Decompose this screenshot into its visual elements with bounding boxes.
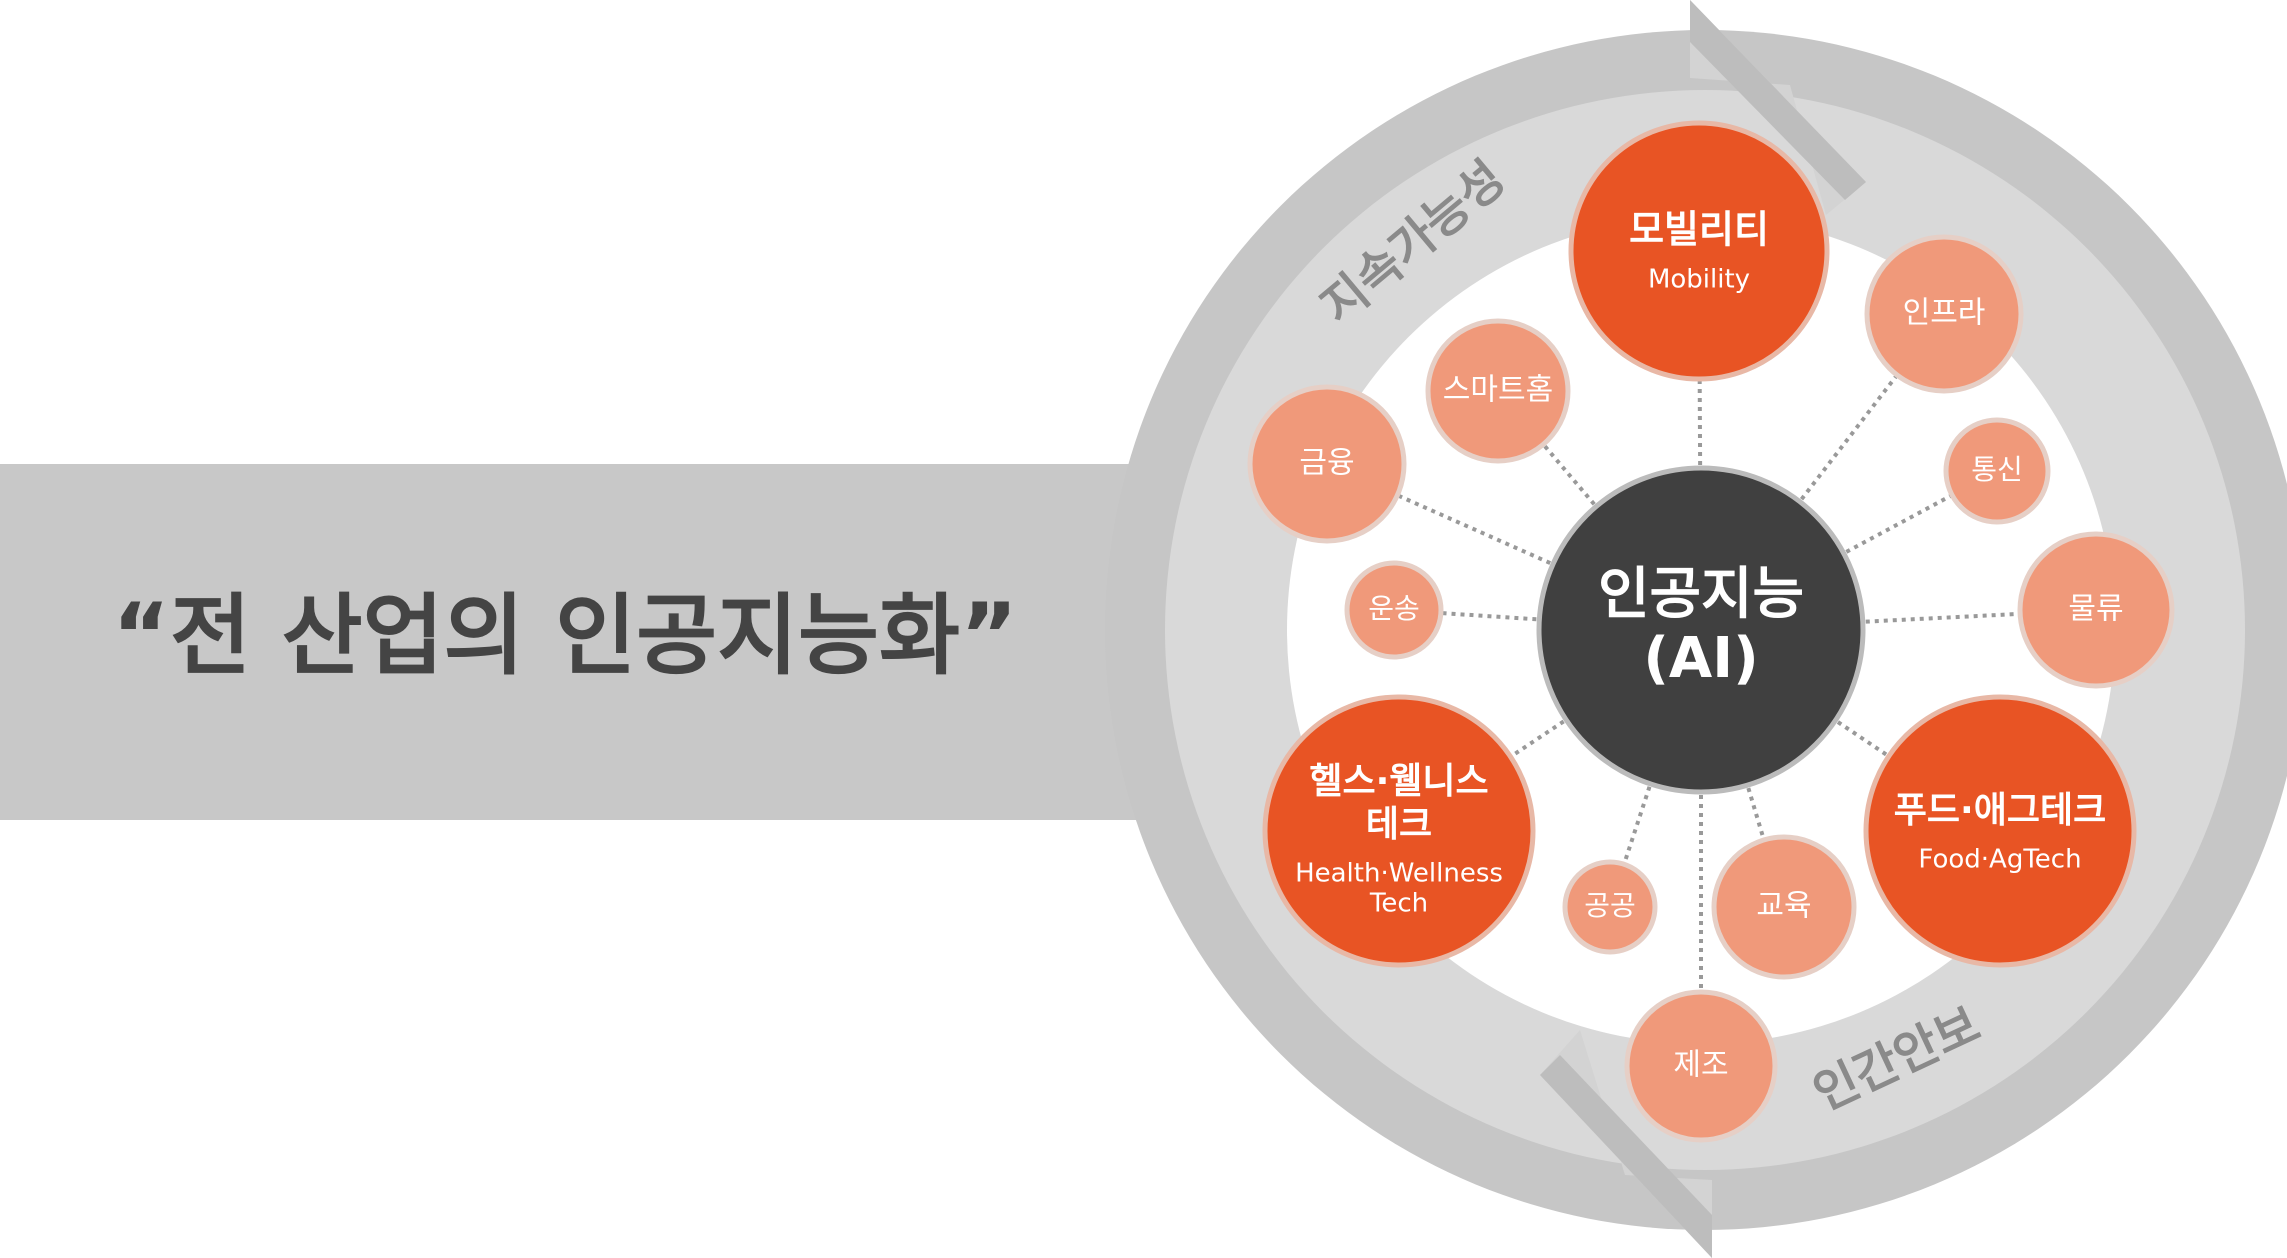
connector-education bbox=[1746, 787, 1766, 841]
node-manufacturing: 제조 bbox=[1624, 989, 1778, 1143]
arrow-top-edge bbox=[1690, 0, 1866, 200]
connector-food bbox=[1836, 720, 1890, 758]
node-smarthome: 스마트홈 bbox=[1425, 318, 1571, 464]
node-education: 교육 bbox=[1711, 834, 1857, 980]
node-label: 운송 bbox=[1368, 592, 1420, 625]
node-sublabel: Health·Wellness bbox=[1295, 859, 1503, 889]
node-label: 물류 bbox=[2068, 592, 2123, 627]
node-label: 스마트홈 bbox=[1443, 373, 1553, 408]
connector-smarthome bbox=[1541, 443, 1596, 506]
node-food-agtech: 푸드·애그테크 Food·AgTech bbox=[1863, 694, 2137, 968]
node-label: 인프라 bbox=[1903, 296, 1986, 331]
connector-transport bbox=[1440, 611, 1537, 622]
connector-health bbox=[1509, 719, 1565, 759]
node-label: 통신 bbox=[1971, 453, 2023, 486]
node-logistics: 물류 bbox=[2017, 531, 2175, 689]
arrow-bottom-edge bbox=[1540, 1055, 1712, 1258]
node-mobility: 모빌리티 Mobility bbox=[1568, 120, 1830, 382]
node-label: 제조 bbox=[1673, 1048, 1728, 1083]
node-sublabel: Mobility bbox=[1648, 265, 1750, 295]
node-transport: 운송 bbox=[1344, 560, 1444, 660]
title-band bbox=[0, 464, 1150, 820]
node-sublabel: Tech bbox=[1369, 889, 1428, 919]
node-label: 금융 bbox=[1299, 446, 1354, 481]
node-infra: 인프라 bbox=[1864, 234, 2024, 394]
node-label: 공공 bbox=[1584, 889, 1636, 922]
node-health-wellness: 헬스·웰니스 테크 Health·Wellness Tech bbox=[1262, 694, 1536, 968]
node-telecom: 통신 bbox=[1943, 417, 2051, 525]
connector-logistics bbox=[1865, 611, 2021, 624]
node-public: 공공 bbox=[1562, 859, 1658, 955]
connector-finance bbox=[1396, 493, 1551, 565]
node-sublabel: Food·AgTech bbox=[1918, 845, 2081, 875]
connector-lines bbox=[1396, 373, 2021, 992]
center-label: 인공지능 bbox=[1598, 562, 1804, 627]
center-circle bbox=[1536, 465, 1866, 795]
node-label: 모빌리티 bbox=[1629, 208, 1769, 252]
center-label-ai: (AI) bbox=[1643, 626, 1758, 691]
node-label: 교육 bbox=[1756, 889, 1811, 924]
node-finance: 금융 bbox=[1247, 384, 1407, 544]
node-label: 헬스·웰니스 bbox=[1309, 761, 1488, 802]
node-label: 푸드·애그테크 bbox=[1894, 790, 2106, 831]
node-label: 테크 bbox=[1366, 804, 1432, 845]
connector-telecom bbox=[1845, 493, 1954, 554]
page-title: “전 산업의 인공지능화” bbox=[112, 584, 1018, 687]
